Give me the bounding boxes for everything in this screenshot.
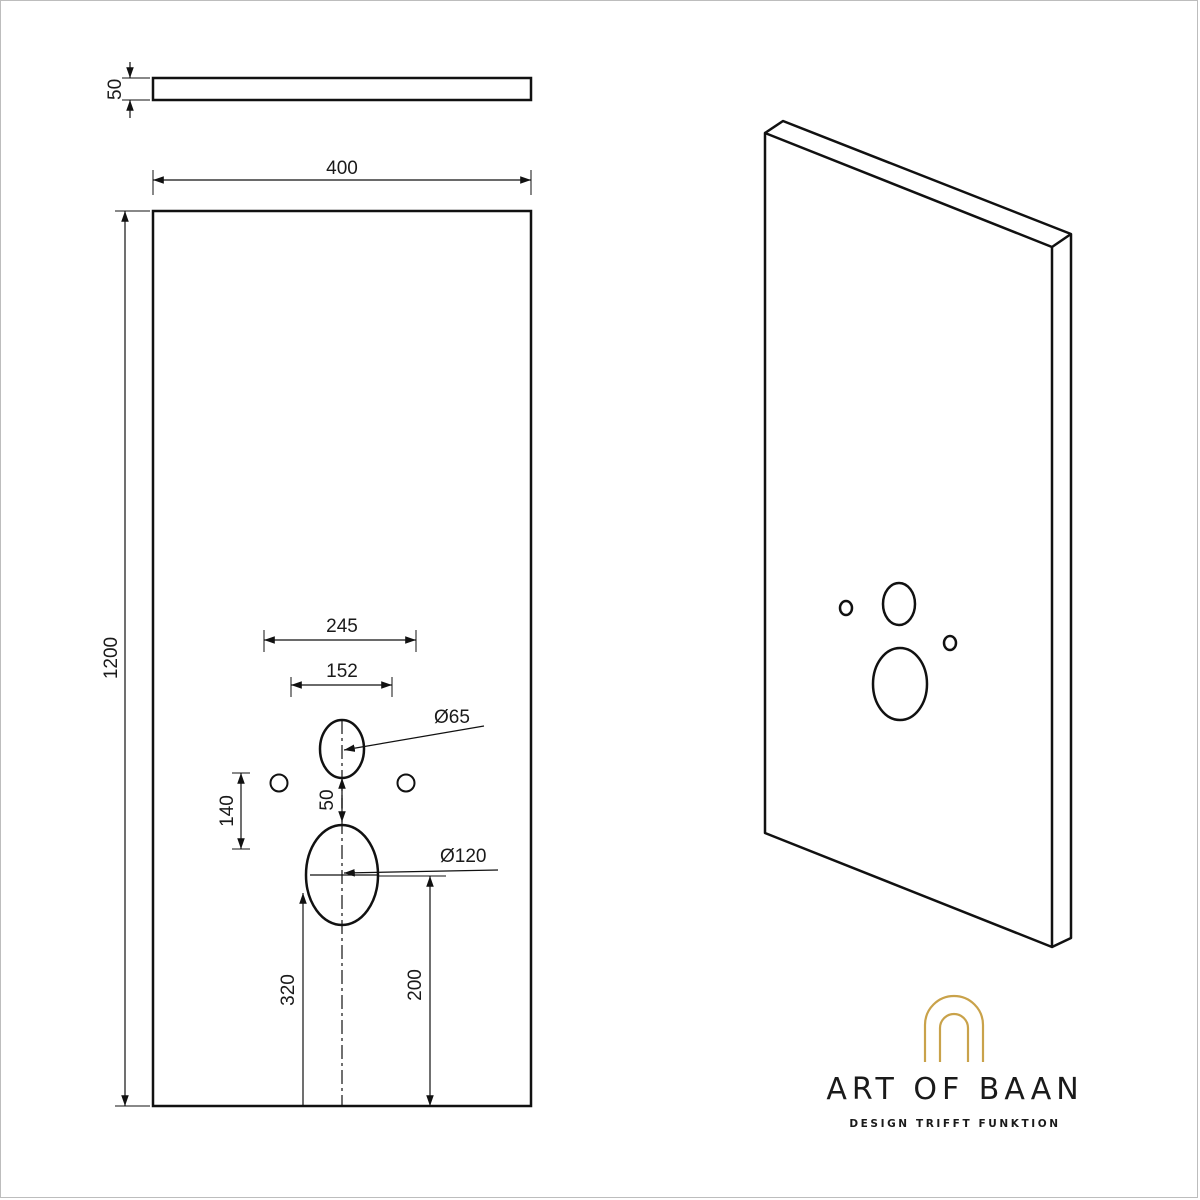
pipe-spacing-label: 152	[326, 661, 358, 682]
hole-gap-label: 50	[317, 789, 338, 810]
small-hole-leader: Ø65	[343, 707, 485, 752]
bolt-floor-height-dimension: 200	[378, 875, 446, 1106]
top-view-strip: 50	[105, 62, 533, 118]
left-bolt-hole	[269, 773, 289, 793]
thickness-label: 50	[105, 79, 126, 100]
isometric-holes	[838, 581, 958, 722]
bolt-height-label: 140	[217, 795, 238, 827]
right-bolt-hole	[396, 773, 416, 793]
height-label: 1200	[101, 637, 122, 679]
large-hole-height-dimension: 320	[278, 893, 307, 1106]
large-hole-height-label: 320	[278, 974, 299, 1006]
bolt-height-dimension: 140	[217, 772, 250, 850]
pipe-spacing-dimension: 152	[290, 661, 393, 697]
bolt-spacing-label: 245	[326, 616, 358, 637]
hole-gap-dimension: 50	[317, 778, 346, 822]
width-dimension: 400	[152, 158, 532, 195]
iso-left-bolt-hole	[838, 599, 854, 617]
height-dimension: 1200	[101, 210, 150, 1107]
large-hole-label: Ø120	[440, 846, 486, 867]
bolt-floor-height-label: 200	[405, 969, 426, 1001]
brand-logo-icon	[923, 994, 985, 1062]
brand-name: ART OF BAAN	[826, 1072, 1084, 1107]
iso-large-hole	[871, 646, 929, 722]
brand-tagline: DESIGN TRIFFT FUNKTION	[849, 1118, 1061, 1130]
small-hole-label: Ø65	[434, 707, 470, 728]
large-hole-leader: Ø120	[310, 846, 499, 877]
iso-small-hole	[881, 581, 917, 627]
width-label: 400	[326, 158, 358, 179]
isometric-panel	[763, 119, 1073, 949]
bolt-spacing-dimension: 245	[263, 616, 417, 652]
iso-right-bolt-hole	[942, 634, 958, 652]
